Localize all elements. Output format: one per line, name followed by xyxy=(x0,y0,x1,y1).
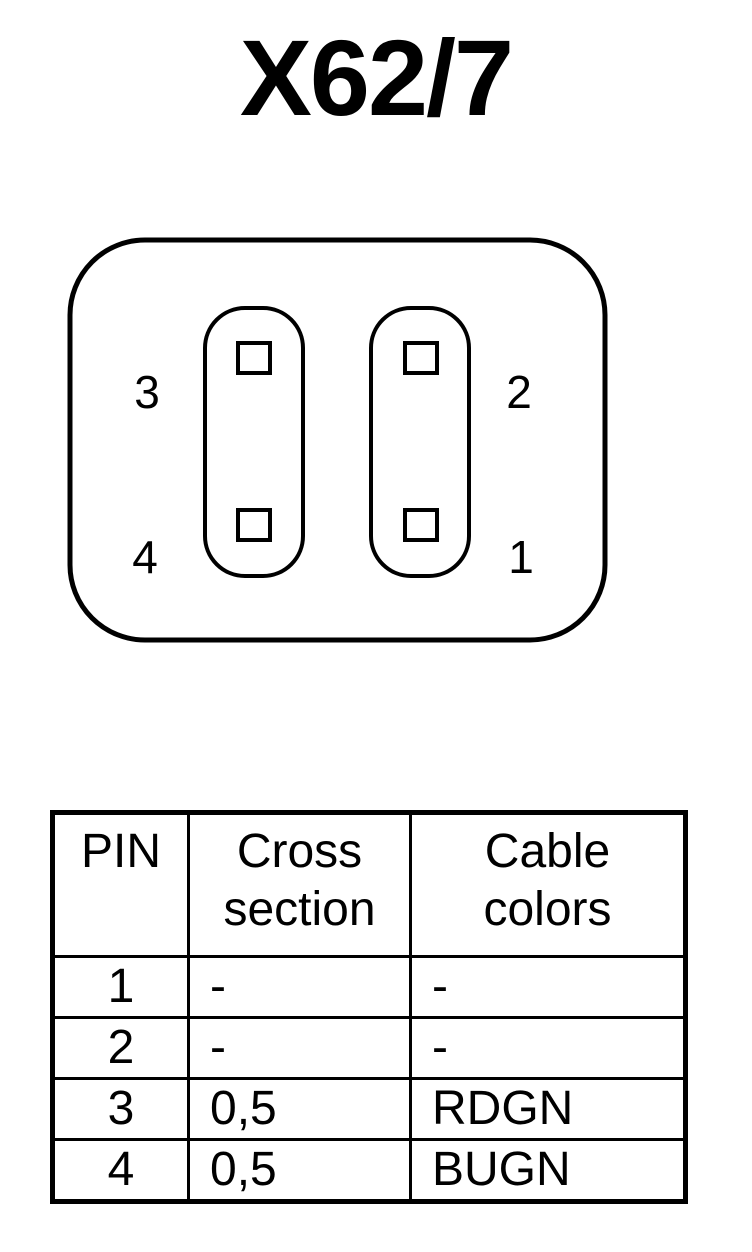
cell-cross-section: 0,5 xyxy=(187,1077,412,1141)
pin-3-contact xyxy=(236,341,272,375)
pin-4-contact xyxy=(236,508,272,542)
cell-pin: 2 xyxy=(51,1016,190,1080)
cell-cross-section: - xyxy=(187,955,412,1019)
cell-cross-section: 0,5 xyxy=(187,1138,412,1203)
cell-cable-color: - xyxy=(409,1016,687,1080)
cell-cross-section: - xyxy=(187,1016,412,1080)
pin-assignment-table: PIN Cross section Cable colors 1 - - 2 -… xyxy=(50,810,688,1204)
pin-2-contact xyxy=(403,341,439,375)
header-cable-colors: Cable colors xyxy=(409,811,687,958)
table-row: 4 0,5 BUGN xyxy=(51,1138,687,1203)
header-pin: PIN xyxy=(51,811,190,958)
cell-cable-color: RDGN xyxy=(409,1077,687,1141)
connector-title: X62/7 xyxy=(239,17,514,138)
pin-3-label: 3 xyxy=(134,366,160,418)
connector-diagram: 3 4 2 1 xyxy=(67,237,608,643)
pin-2-label: 2 xyxy=(506,366,532,418)
left-contact-slot xyxy=(203,306,305,578)
connector-housing xyxy=(67,237,608,643)
table-header-row: PIN Cross section Cable colors xyxy=(51,811,687,958)
header-cross-section: Cross section xyxy=(187,811,412,958)
pin-4-label: 4 xyxy=(132,531,158,583)
cell-pin: 1 xyxy=(51,955,190,1019)
table-row: 2 - - xyxy=(51,1016,687,1080)
table-row: 1 - - xyxy=(51,955,687,1019)
cell-pin: 3 xyxy=(51,1077,190,1141)
table-row: 3 0,5 RDGN xyxy=(51,1077,687,1141)
cell-cable-color: BUGN xyxy=(409,1138,687,1203)
cell-cable-color: - xyxy=(409,955,687,1019)
pin-1-contact xyxy=(403,508,439,542)
pin-1-label: 1 xyxy=(508,531,534,583)
right-contact-slot xyxy=(369,306,471,578)
cell-pin: 4 xyxy=(51,1138,190,1203)
